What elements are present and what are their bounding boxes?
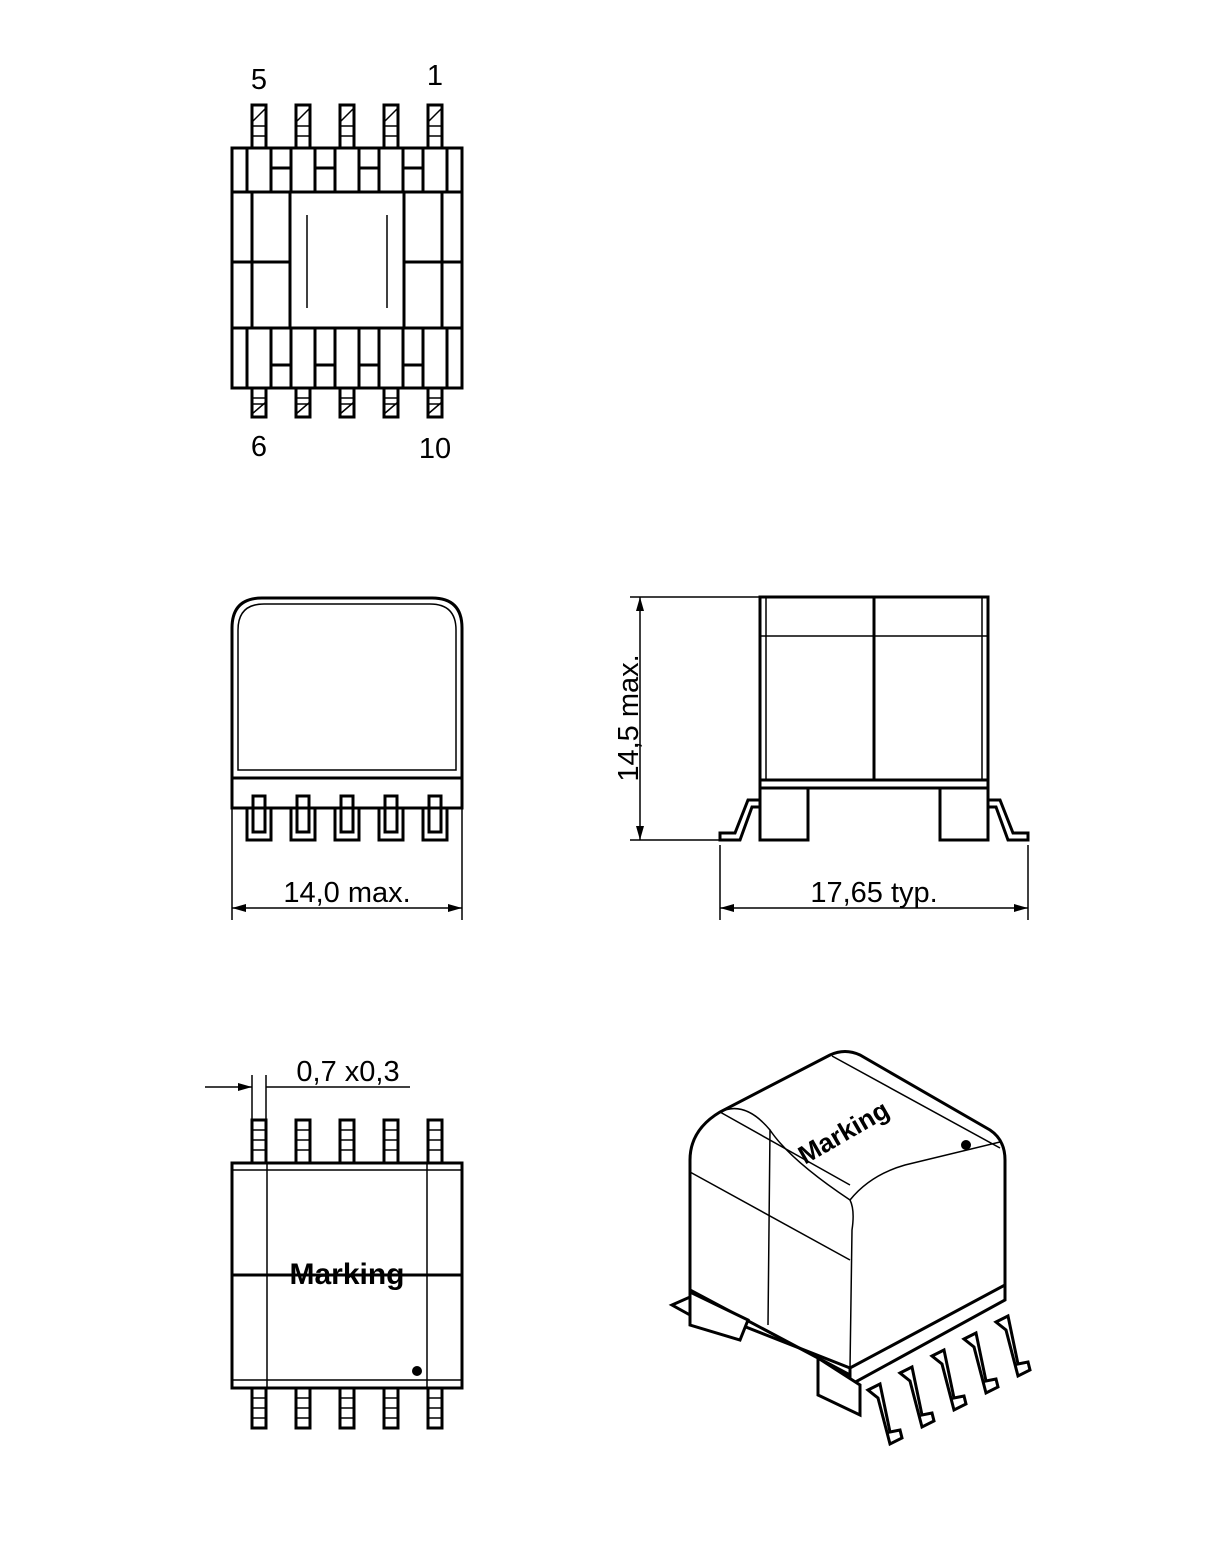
width-dimension-label: 14,0 max. bbox=[283, 877, 410, 909]
lead bbox=[245, 794, 273, 842]
iso-lead bbox=[897, 1364, 936, 1430]
pin bbox=[338, 1118, 356, 1165]
marking-label: Marking bbox=[289, 1258, 404, 1291]
bottom-view: Marking 0,7 x0,3 bbox=[205, 1056, 464, 1430]
top-view: 5 1 6 10 bbox=[230, 60, 464, 465]
pin bbox=[250, 1118, 268, 1165]
length-dimension-label: 17,65 typ. bbox=[810, 877, 937, 909]
iso-lead bbox=[865, 1381, 904, 1447]
iso-lead bbox=[961, 1330, 1000, 1396]
side-view: 14,5 max. 17,65 typ. bbox=[613, 595, 1030, 920]
lead bbox=[333, 794, 361, 842]
lead bbox=[421, 794, 449, 842]
pin bbox=[294, 1118, 312, 1165]
pin bbox=[382, 1118, 400, 1165]
iso-pin1-dot bbox=[961, 1140, 971, 1150]
iso-lead bbox=[993, 1313, 1032, 1379]
lead bbox=[289, 794, 317, 842]
pin bbox=[426, 1118, 444, 1165]
pin1-dot bbox=[412, 1366, 422, 1376]
pin-dimension-label: 0,7 x0,3 bbox=[296, 1056, 399, 1088]
isometric-view: Marking bbox=[668, 1050, 1032, 1447]
pin-label-6: 6 bbox=[251, 431, 267, 463]
pin-label-5: 5 bbox=[251, 64, 267, 96]
lead bbox=[377, 794, 405, 842]
height-dimension-label: 14,5 max. bbox=[613, 654, 645, 781]
pin-label-10: 10 bbox=[419, 433, 451, 465]
front-view: 14,0 max. bbox=[230, 596, 464, 920]
pin-label-1: 1 bbox=[427, 60, 443, 92]
iso-lead bbox=[929, 1347, 968, 1413]
